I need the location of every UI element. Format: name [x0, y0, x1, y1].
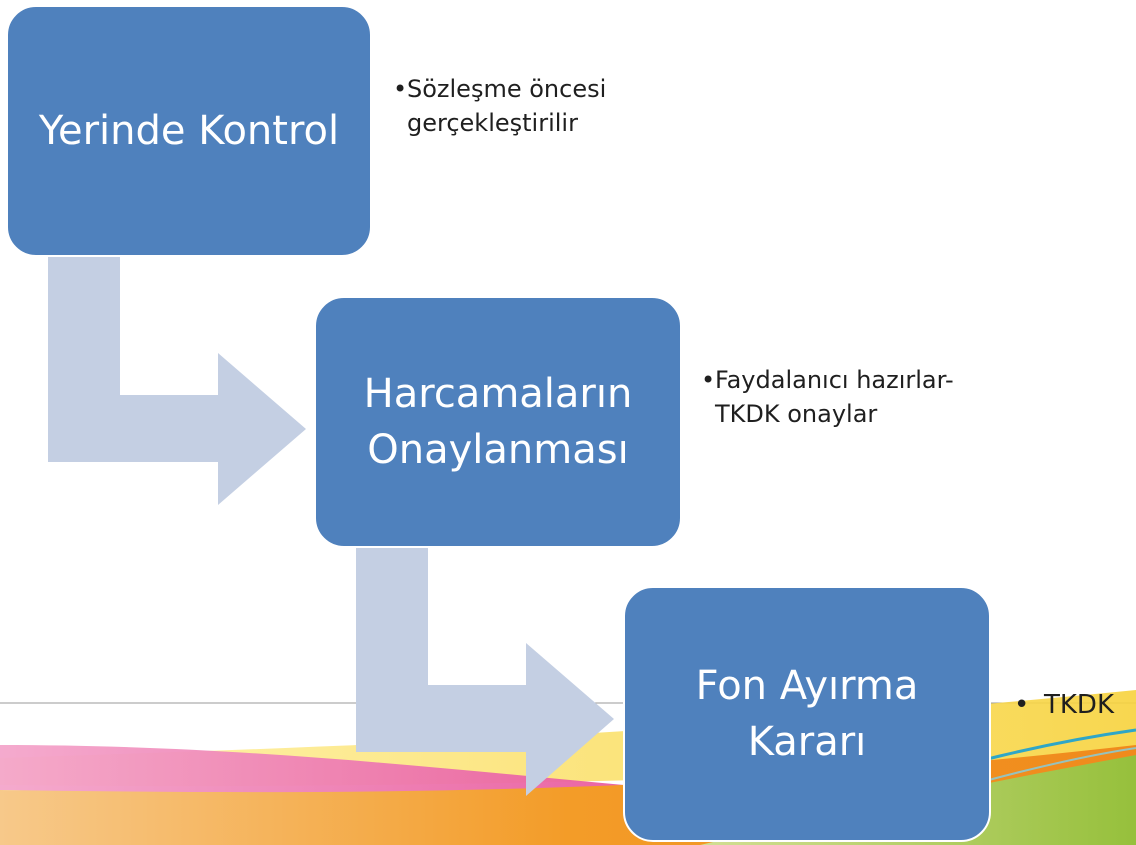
- step-box-harcamalarin-onaylanmasi: Harcamaların Onaylanması: [314, 296, 682, 548]
- bullet-dot-icon: •: [393, 75, 408, 103]
- step-label: Fon Ayırma Kararı: [695, 663, 919, 765]
- step-label: Harcamaların Onaylanması: [363, 371, 633, 473]
- step-description-1: • Sözleşme öncesi gerçekleştirilir: [393, 72, 647, 140]
- description-text: TKDK: [1044, 690, 1115, 720]
- arrow-step2-to-step3: [356, 548, 614, 796]
- bullet-dot-icon: •: [701, 366, 716, 394]
- step-description-2: • Faydalanıcı hazırlar-TKDK onaylar: [701, 363, 955, 431]
- step-description-3: • TKDK: [1014, 688, 1136, 722]
- step-label: Yerinde Kontrol: [38, 108, 340, 154]
- bullet-dot-icon: •: [1014, 690, 1030, 720]
- description-text: Faydalanıcı hazırlar-TKDK onaylar: [715, 366, 954, 428]
- step-box-yerinde-kontrol: Yerinde Kontrol: [6, 5, 372, 257]
- step-box-fon-ayirma-karari: Fon Ayırma Kararı: [623, 586, 991, 842]
- arrow-step1-to-step2: [48, 257, 306, 505]
- description-text: Sözleşme öncesi gerçekleştirilir: [407, 75, 607, 137]
